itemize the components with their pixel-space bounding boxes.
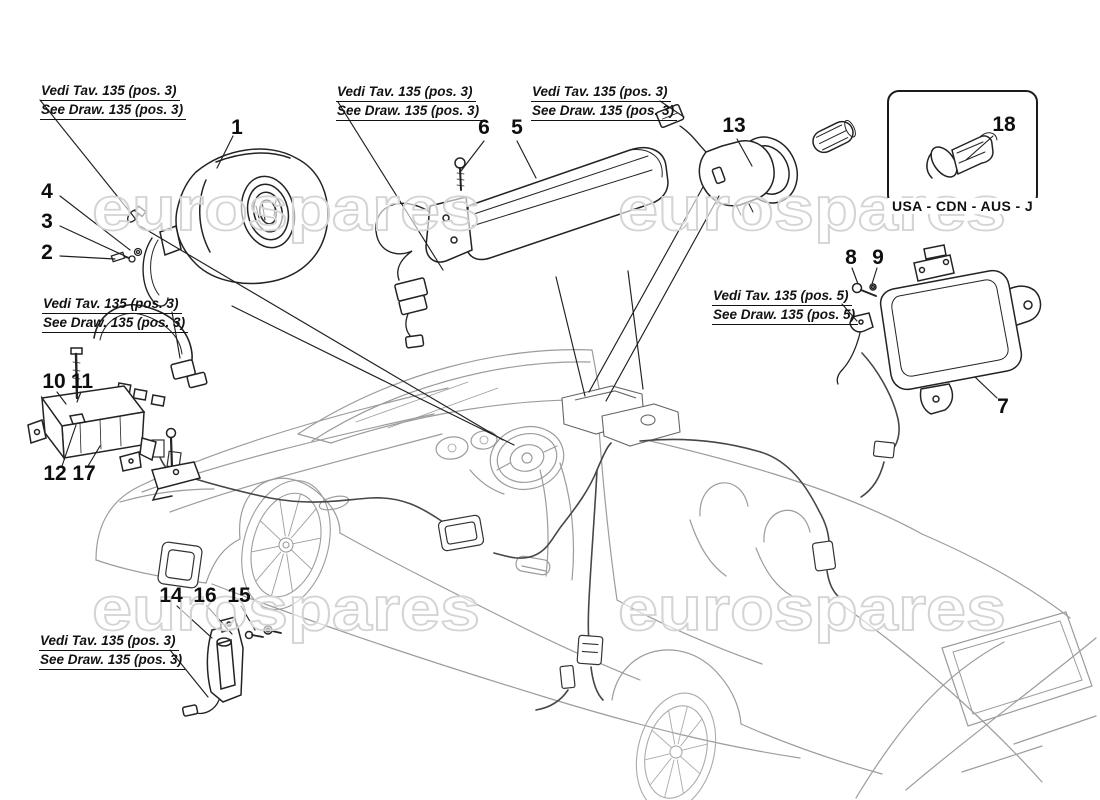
- part-1-driver-airbag: [142, 148, 329, 307]
- market-variant-label: USA - CDN - AUS - J: [886, 198, 1039, 214]
- callout-3: 3: [41, 210, 53, 233]
- ref-note-top-left: Vedi Tav. 135 (pos. 3) See Draw. 135 (po…: [40, 83, 187, 121]
- wiring-harness: [156, 352, 900, 711]
- callout-14: 14: [159, 584, 183, 607]
- leader-lines: [39, 99, 998, 698]
- watermark-bottom-left: eurospares: [92, 575, 480, 644]
- ref-note-line-it: Vedi Tav. 135 (pos. 3): [40, 83, 180, 101]
- rear-wheel: [635, 692, 717, 800]
- callout-8: 8: [845, 246, 857, 269]
- callout-4: 4: [41, 180, 53, 203]
- ref-note-line-en: See Draw. 135 (pos. 3): [40, 102, 187, 120]
- callout-12: 12: [43, 462, 67, 485]
- ref-note-line-it: Vedi Tav. 135 (pos. 5): [712, 288, 852, 306]
- callout-17: 17: [72, 462, 96, 485]
- ref-note-line-it: Vedi Tav. 135 (pos. 3): [42, 296, 182, 314]
- front-wheel: [241, 479, 331, 611]
- part-13-ignition-switch: [655, 103, 856, 216]
- part-8-9-screws: [851, 282, 877, 297]
- ref-note-line-en: See Draw. 135 (pos. 3): [39, 652, 186, 670]
- ref-note-side-right: Vedi Tav. 135 (pos. 5) See Draw. 135 (po…: [712, 288, 859, 326]
- ref-note-line-en: See Draw. 135 (pos. 3): [531, 103, 678, 121]
- part-18-clip: [926, 132, 998, 179]
- callout-5: 5: [511, 116, 523, 139]
- callout-6: 6: [478, 116, 490, 139]
- ref-note-line-en: See Draw. 135 (pos. 3): [336, 103, 483, 121]
- ref-note-line-it: Vedi Tav. 135 (pos. 3): [531, 84, 671, 102]
- callout-9: 9: [872, 246, 884, 269]
- ref-note-line-en: See Draw. 135 (pos. 5): [712, 307, 859, 325]
- watermark-top-left: eurospares: [92, 175, 480, 244]
- callout-10: 10: [42, 370, 66, 393]
- part-6-screw: [454, 157, 466, 191]
- ref-note-line-it: Vedi Tav. 135 (pos. 3): [39, 633, 179, 651]
- part-14-15-16-crash-sensor: [181, 616, 282, 717]
- ref-note-bottom-left: Vedi Tav. 135 (pos. 3) See Draw. 135 (po…: [39, 633, 186, 671]
- watermark-text: eurospares eurospares eurospares eurospa…: [91, 174, 1007, 645]
- callout-1: 1: [231, 116, 243, 139]
- watermark-bottom-right: eurospares: [618, 575, 1006, 644]
- ref-note-line-it: Vedi Tav. 135 (pos. 3): [336, 84, 476, 102]
- ref-note-top-mid: Vedi Tav. 135 (pos. 3) See Draw. 135 (po…: [336, 84, 483, 122]
- callout-18: 18: [992, 113, 1016, 136]
- callout-2: 2: [41, 241, 53, 264]
- ref-note-mid-left: Vedi Tav. 135 (pos. 3) See Draw. 135 (po…: [42, 296, 189, 334]
- callout-16: 16: [193, 584, 217, 607]
- ref-note-line-en: See Draw. 135 (pos. 3): [42, 315, 189, 333]
- market-variant-box: USA - CDN - AUS - J: [886, 90, 1039, 214]
- harness-connectors: [151, 439, 896, 689]
- part-17-bolt-bracket: [151, 427, 201, 502]
- steering-wheel: [489, 426, 565, 490]
- ref-note-top-right: Vedi Tav. 135 (pos. 3) See Draw. 135 (po…: [531, 84, 678, 122]
- part-7-side-airbag-module: [836, 244, 1042, 415]
- callout-11: 11: [70, 370, 94, 393]
- callout-7: 7: [997, 395, 1009, 418]
- callout-15: 15: [227, 584, 251, 607]
- callout-13: 13: [722, 114, 746, 137]
- in-place-dash-modules: [561, 385, 681, 447]
- part-5-passenger-airbag: [375, 146, 669, 349]
